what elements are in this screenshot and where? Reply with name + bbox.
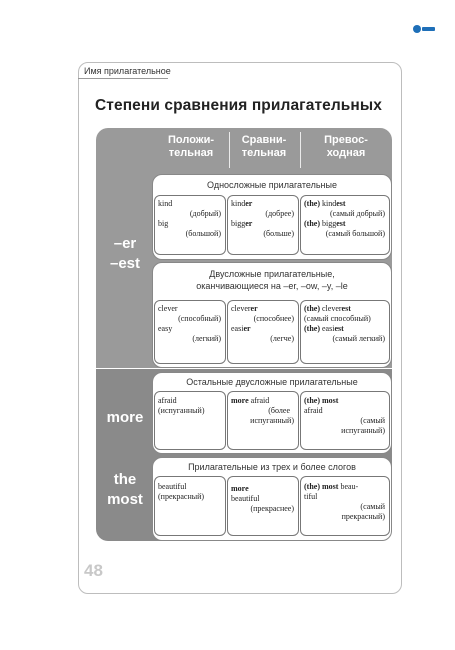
page-frame (78, 62, 402, 594)
translation: (легкий) (192, 334, 221, 343)
word: clever (158, 304, 178, 313)
stem: kind (231, 199, 246, 208)
article: (the) (304, 199, 320, 208)
translation: (легче) (270, 334, 294, 343)
suffix: est (336, 219, 346, 228)
column-header-line: тельная (241, 147, 287, 159)
word: afraid (304, 406, 323, 415)
group-title: Двусложные прилагательные, (209, 269, 335, 279)
cell-positive: afraid (испуганный) (154, 391, 226, 450)
cell-comparative: more afraid (более испуганный) (227, 391, 299, 450)
label-more: more (106, 409, 144, 426)
word: kind (158, 199, 173, 208)
article: (the) (304, 324, 320, 333)
translation: испуганный) (250, 416, 294, 425)
column-header-line: Сравни- (241, 134, 287, 146)
column-header-line: тельная (168, 147, 214, 159)
cell-superlative: (the) kindest (самый добрый) (the) bigge… (300, 195, 390, 255)
suffix: er (245, 219, 253, 228)
translation: (самый легкий) (332, 334, 385, 343)
article: (the) most (304, 482, 339, 491)
cell-superlative: (the) most beau- tiful (самый прекрасный… (300, 476, 390, 536)
translation: (больше) (263, 229, 294, 238)
article: (the) (304, 304, 320, 313)
section-heading: Имя прилагательное (84, 66, 171, 76)
auxiliary: more (231, 484, 249, 493)
suffix: est (334, 324, 344, 333)
column-header-superlative: Превос-ходная (301, 134, 391, 160)
suffix: er (245, 199, 253, 208)
word: afraid (248, 396, 270, 405)
auxiliary: more (231, 396, 249, 405)
cell-superlative: (the) cleverest (самый способный) (the) … (300, 300, 390, 364)
label-est: –est (109, 255, 141, 272)
group-title: Остальные двусложные прилагательные (186, 377, 358, 387)
translation: (самый способный) (304, 314, 371, 323)
translation: (добрее) (265, 209, 294, 218)
page-number: 48 (84, 561, 103, 580)
cell-positive: kind (добрый) big (большой) (154, 195, 226, 255)
stem: easi (320, 324, 335, 333)
stem: kind (320, 199, 337, 208)
cell-superlative: (the) most afraid (самый испуганный) (300, 391, 390, 450)
word: big (158, 219, 169, 228)
column-header-line: Положи- (168, 134, 214, 146)
label-the: the (113, 471, 137, 488)
translation: (большой) (185, 229, 221, 238)
translation: (самый добрый) (329, 209, 385, 218)
column-divider (300, 132, 301, 168)
translation: (более (268, 406, 290, 415)
word: tiful (304, 492, 318, 501)
stem: bigg (231, 219, 246, 228)
label-er: –er (113, 235, 137, 252)
translation: (самый большой) (325, 229, 385, 238)
article: (the) most (304, 396, 339, 405)
group-title: Односложные прилагательные (207, 180, 337, 190)
cell-comparative: cleverer (способнее) easier (легче) (227, 300, 299, 364)
cell-comparative: more beautiful (прекраснее) (227, 476, 299, 536)
translation: (самый (360, 502, 385, 511)
suffix: est (341, 304, 351, 313)
group-title: Прилагательные из трех и более слогов (188, 462, 356, 472)
word: afraid (158, 396, 177, 405)
translation: (испуганный) (158, 406, 205, 415)
translation: испуганный) (341, 426, 385, 435)
stem: easi (231, 324, 244, 333)
translation: (добрый) (189, 209, 221, 218)
suffix: est (336, 199, 346, 208)
translation: (прекраснее) (250, 504, 294, 513)
section-rule (78, 78, 168, 79)
cell-comparative: kinder (добрее) bigger (больше) (227, 195, 299, 255)
word: easy (158, 324, 173, 333)
group-title: оканчивающиеся на –er, –ow, –y, –le (196, 281, 348, 291)
stem: clever (320, 304, 342, 313)
column-divider (229, 132, 230, 168)
label-er-est: –er –est (96, 234, 154, 274)
translation: (способнее) (253, 314, 294, 323)
cell-positive: clever (способный) easy (легкий) (154, 300, 226, 364)
label-the-most: the most (96, 470, 154, 510)
translation: прекрасный) (341, 512, 385, 521)
publisher-logo (413, 25, 435, 33)
word: beautiful (158, 482, 187, 491)
suffix: er (250, 304, 258, 313)
suffix: er (243, 324, 251, 333)
column-header-line: Превос- (324, 134, 368, 146)
word: beautiful (231, 494, 260, 503)
article: (the) (304, 219, 320, 228)
page-title: Степени сравнения прилагательных (95, 97, 382, 114)
translation: (прекрасный) (158, 492, 205, 501)
label-most: most (107, 491, 143, 508)
column-header-positive: Положи-тельная (154, 134, 228, 160)
cell-positive: beautiful (прекрасный) (154, 476, 226, 536)
translation: (способный) (178, 314, 221, 323)
column-header-comparative: Сравни-тельная (230, 134, 298, 160)
word: beau- (338, 482, 359, 491)
column-header-line: ходная (326, 147, 366, 159)
stem: clever (231, 304, 251, 313)
translation: (самый (360, 416, 385, 425)
stem: bigg (320, 219, 337, 228)
